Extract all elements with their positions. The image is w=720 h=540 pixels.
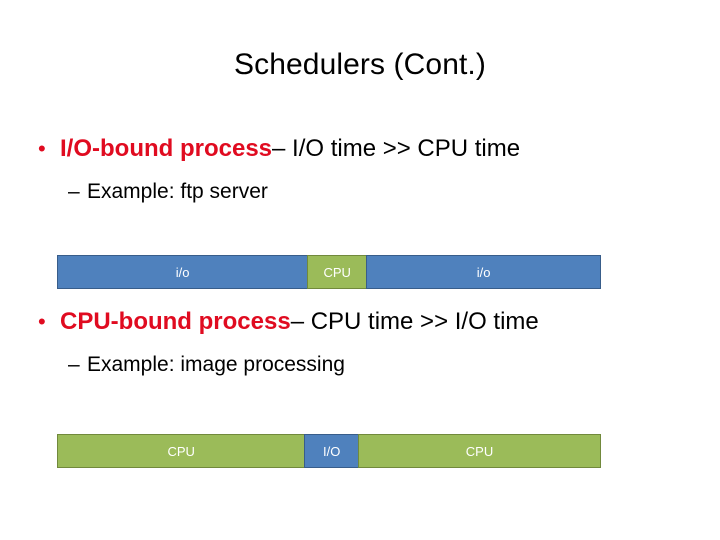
timeline-segment-label: i/o	[476, 264, 491, 280]
subbullet-io-example: – Example: ftp server	[68, 180, 268, 204]
timeline-segment-io-1: i/o	[57, 255, 309, 289]
timeline-segment-io-2: i/o	[366, 255, 601, 289]
io-bound-timeline: i/o CPU i/o	[57, 255, 603, 289]
subbullet-label-io-example: Example: ftp server	[87, 180, 268, 203]
page-title: Schedulers (Cont.)	[234, 48, 486, 81]
bullet-cpu-bound: • CPU-bound process – CPU time >> I/O ti…	[38, 308, 539, 336]
bullet-io-bound: • I/O-bound process – I/O time >> CPU ti…	[38, 135, 520, 163]
dash-icon: –	[68, 180, 80, 203]
dash-icon: –	[68, 353, 80, 376]
timeline-segment-cpu-1: CPU	[57, 434, 306, 468]
timeline-segment-label: CPU	[323, 264, 351, 280]
bullet-desc-cpu-bound: – CPU time >> I/O time	[290, 308, 539, 335]
bullet-term-cpu-bound: CPU-bound process	[60, 308, 291, 335]
subbullet-label-cpu-example: Example: image processing	[87, 353, 345, 376]
bullet-term-io-bound: I/O-bound process	[60, 135, 273, 162]
timeline-segment-cpu-2: CPU	[358, 434, 601, 468]
cpu-bound-timeline: CPU I/O CPU	[57, 434, 603, 468]
timeline-segment-io: I/O	[304, 434, 360, 468]
bullet-marker-icon: •	[38, 309, 46, 334]
subbullet-cpu-example: – Example: image processing	[68, 353, 345, 377]
timeline-segment-label: CPU	[465, 443, 494, 459]
timeline-segment-label: I/O	[323, 443, 341, 459]
bullet-marker-icon: •	[38, 136, 46, 161]
bullet-desc-io-bound: – I/O time >> CPU time	[272, 135, 521, 162]
timeline-segment-label: CPU	[167, 443, 195, 459]
timeline-segment-cpu: CPU	[307, 255, 368, 289]
timeline-segment-label: i/o	[175, 264, 190, 280]
